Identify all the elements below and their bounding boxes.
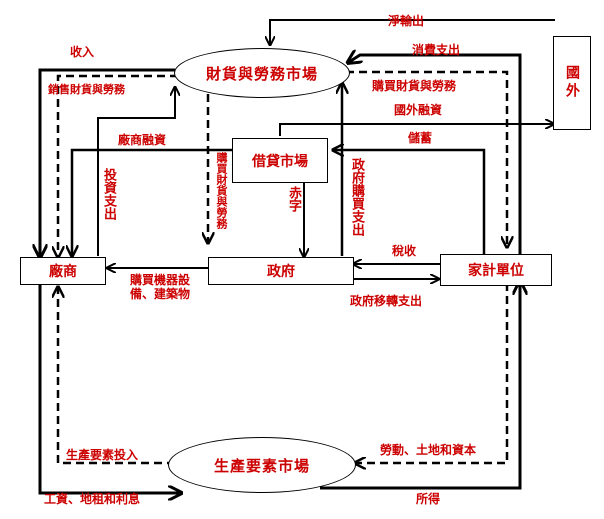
labor-land-capital-label: 勞動、土地和資本 bbox=[380, 443, 477, 457]
consumption-flow bbox=[349, 55, 522, 262]
foreign-node: 國外 bbox=[553, 36, 591, 130]
foreign-finance-flow bbox=[279, 124, 553, 136]
net-exports-label: 淨輸出 bbox=[388, 14, 425, 28]
government-node: 政府 bbox=[208, 257, 354, 285]
wages-flow bbox=[38, 285, 180, 493]
households-node: 家計單位 bbox=[440, 254, 552, 286]
investment-label: 投資支出 bbox=[101, 168, 116, 220]
tax-label: 稅收 bbox=[392, 244, 417, 258]
savings-flow bbox=[334, 150, 486, 254]
machines-label: 購買機器設備、建築物 bbox=[130, 273, 191, 301]
loan-market-node: 借貸市場 bbox=[232, 138, 328, 183]
deficit-label: 赤字 bbox=[286, 186, 301, 212]
transfers-label: 政府移轉支出 bbox=[350, 294, 423, 308]
firms-node: 廠商 bbox=[20, 257, 106, 285]
buy-goods-label: 購買財貨與勞務 bbox=[372, 79, 457, 93]
firm-finance-label: 廠商融資 bbox=[118, 133, 167, 147]
factor-input-label: 生產要素投入 bbox=[66, 448, 139, 462]
net-exports-flow bbox=[270, 19, 555, 44]
gov-goods-label: 購買財貨與勞務 bbox=[215, 152, 228, 229]
sell-goods-label: 銷售財貨與勞務 bbox=[48, 83, 125, 96]
factor-input-flow bbox=[58, 288, 175, 465]
buy-goods-flow bbox=[346, 70, 507, 246]
sell-goods-flow bbox=[58, 74, 178, 256]
consumption-label: 消費支出 bbox=[412, 43, 461, 57]
revenue-flow bbox=[40, 68, 175, 256]
labor-flow bbox=[356, 283, 509, 463]
income-flow bbox=[320, 283, 520, 490]
wages-label: 工資、地租和利息 bbox=[44, 492, 141, 506]
investment-flow bbox=[97, 88, 175, 256]
firm-finance-flow bbox=[72, 148, 232, 255]
income-label: 所得 bbox=[416, 492, 441, 506]
factor-market-node: 生產要素市場 bbox=[168, 437, 356, 493]
foreign-finance-label: 國外融資 bbox=[394, 103, 443, 117]
goods-market-node: 財貨與勞務市場 bbox=[174, 48, 350, 98]
savings-label: 儲蓄 bbox=[408, 131, 433, 145]
gov-purchase-label: 政府購買支出 bbox=[349, 158, 364, 236]
revenue-label: 收入 bbox=[70, 45, 95, 59]
